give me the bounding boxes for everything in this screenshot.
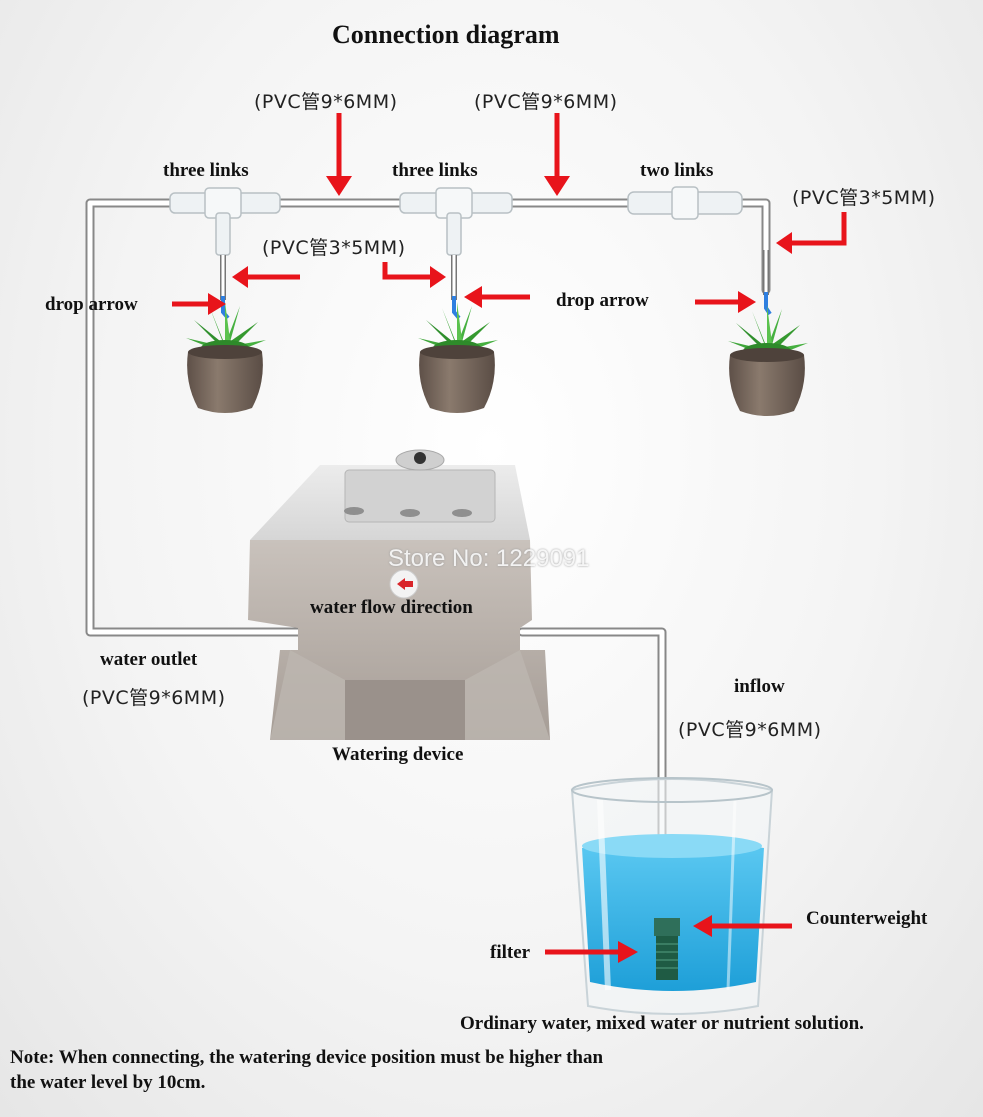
- pvc-9x6-label-inflow: (PVC管9*6MM): [678, 719, 822, 741]
- red-arrowheads: [208, 176, 792, 963]
- pvc-9x6-label-outlet: (PVC管9*6MM): [82, 687, 226, 709]
- three-links-connector-2: [399, 187, 513, 256]
- two-links-connector: [627, 186, 743, 220]
- diagram-title: Connection diagram: [332, 20, 560, 49]
- potted-plant-3: [728, 305, 808, 416]
- pvc-3x5-label-right: (PVC管3*5MM): [792, 187, 936, 209]
- water-flow-direction-label: water flow direction: [310, 597, 473, 618]
- three-links-label-1: three links: [163, 160, 249, 181]
- three-links-label-2: three links: [392, 160, 478, 181]
- potted-plant-1: [186, 302, 266, 413]
- counterweight-label: Counterweight: [806, 908, 928, 929]
- drop-arrow-label-mid: drop arrow: [556, 290, 649, 311]
- potted-plant-2: [418, 302, 498, 413]
- solution-note: Ordinary water, mixed water or nutrient …: [460, 1013, 864, 1034]
- filter-label: filter: [490, 942, 531, 963]
- note-line-1: Note: When connecting, the watering devi…: [10, 1047, 604, 1068]
- two-links-label: two links: [640, 160, 714, 181]
- watering-device-label: Watering device: [332, 744, 464, 765]
- drop-tubes: [220, 250, 769, 300]
- inflow-label: inflow: [734, 676, 785, 697]
- water-outlet-label: water outlet: [100, 649, 198, 670]
- pvc-3x5-label-middle: (PVC管3*5MM): [262, 237, 406, 259]
- drop-arrow-label-left: drop arrow: [45, 294, 138, 315]
- watering-device: [248, 449, 550, 740]
- red-arrows: [172, 113, 847, 955]
- pvc-9x6-label-1: (PVC管9*6MM): [254, 91, 398, 113]
- note-line-2: the water level by 10cm.: [10, 1072, 206, 1093]
- store-watermark: Store No: 1229091: [388, 545, 590, 572]
- filter-counterweight: [654, 918, 680, 980]
- pvc-9x6-label-2: (PVC管9*6MM): [474, 91, 618, 113]
